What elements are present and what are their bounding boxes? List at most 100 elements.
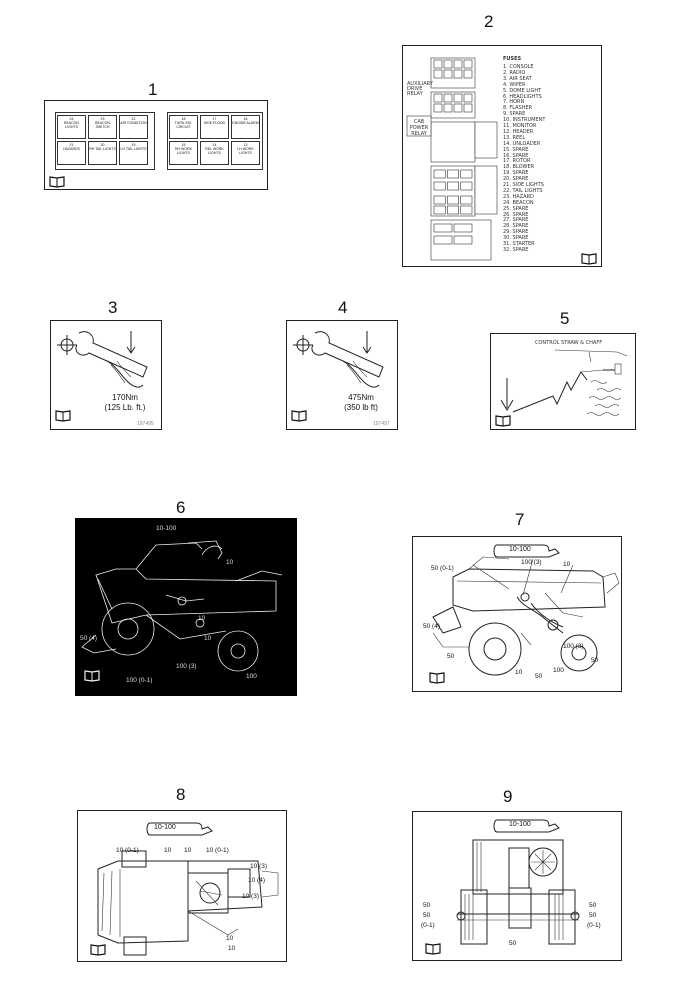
combine-top-diagram [97, 822, 279, 956]
fuse-label: BEACON LIGHTS [64, 121, 79, 129]
grease-interval-top: 10-100 [509, 546, 531, 553]
grease-label: 100 (3) [521, 559, 542, 566]
fuse-slot [460, 205, 473, 215]
fuse-number: 21 [69, 143, 74, 147]
fuse-slot [433, 169, 446, 179]
decal-2-cab-fuse-panel: AUXILIARY DRIVE RELAY CAB POWER RELAY FU… [402, 45, 602, 267]
panel-number-9: 9 [503, 787, 513, 806]
grease-label: 10-100 [156, 525, 177, 532]
fuse-list-item: 24. BEACON [503, 199, 534, 206]
fuse-list-item: 20. SPARE [503, 176, 529, 183]
fuse-slot [453, 69, 463, 79]
manual-book-icon [425, 943, 441, 955]
fuse-number: 15 [181, 143, 186, 147]
decal-8-lube-chart-top: 10-100 10 (0-1) 10 10 10 (0-1) 10 (3) 10… [77, 810, 287, 962]
fuse-list-item: 10. INSTRUMENT [503, 117, 546, 124]
decal-4-torque-wrench: 475Nm (350 lb ft) 197497 [286, 320, 398, 430]
fuse-slot [433, 93, 443, 103]
fuse-list-item: 7. HORN [503, 99, 525, 106]
grease-label: 10 [228, 945, 236, 952]
cab-power-relay-label: CAB POWER RELAY [409, 119, 429, 137]
grease-label: 100 [553, 667, 564, 674]
fuse-list-item: 19. SPARE [503, 170, 529, 177]
fuse-slot [447, 169, 459, 179]
grease-label: 50 [535, 673, 543, 680]
panel-number-2: 2 [484, 12, 494, 31]
combine-side-silhouette [81, 540, 283, 672]
fuse-slot [453, 93, 463, 103]
torque-value: 170Nm [112, 393, 138, 402]
grease-label: 50 [589, 902, 597, 909]
grease-label: (0-1) [587, 922, 601, 929]
fuse-list-item: 1. CONSOLE [503, 64, 534, 70]
fuse-slot [433, 235, 453, 245]
grease-label: 10 [164, 847, 172, 854]
decal-5-straw-chaff: CONTROL STRAW & CHAFF [490, 333, 636, 430]
fuse-block-left [55, 112, 155, 170]
fuse-slot [443, 59, 453, 69]
grease-label: 50 (4) [423, 623, 440, 630]
fuse-slot [433, 205, 446, 215]
grease-label: 50 [423, 902, 431, 909]
fuse-slot [453, 59, 463, 69]
fuse-slot [443, 93, 453, 103]
fuses-header: FUSES [503, 56, 522, 62]
fuse-slot [460, 169, 473, 179]
fuse-slot [463, 69, 473, 79]
fuse-slot [447, 181, 459, 191]
fuse-list-item: 16. SPARE [503, 152, 529, 159]
fuse-label: ENGINE ALARM [232, 121, 259, 125]
fuse-slot [433, 103, 443, 113]
decal-5-caption: CONTROL STRAW & CHAFF [535, 340, 603, 346]
fuse-list-item: 15. SPARE [503, 146, 529, 153]
grease-label: 10 [198, 615, 206, 622]
grease-label: 50 [589, 912, 597, 919]
fuse-list-item: 32. SPARE [503, 246, 529, 253]
manual-book-icon [495, 415, 511, 427]
fuse-list-item: 31. STARTER [503, 241, 535, 247]
fuse-slot [460, 195, 473, 205]
decal-7-lube-chart-side: 10-100 50 (0-1) 100 (3) 10 50 (4) 50 10 … [412, 536, 622, 692]
fuse-list-item: 25. SPARE [503, 205, 529, 212]
fuse-number: 22 [131, 117, 136, 121]
fuse-list-item: 17. ROTOR [503, 158, 531, 165]
panel-number-4: 4 [338, 298, 348, 317]
wrench-hand-icon [293, 331, 384, 388]
fuse-list-item: 26. SPARE [503, 211, 529, 218]
fuse-slot [433, 181, 446, 191]
panel-number-6: 6 [176, 498, 186, 517]
fuse-slot [443, 69, 453, 79]
manual-book-icon [291, 410, 307, 422]
fuse-number: 23 [100, 117, 105, 121]
fuse-label: TURN SIG. CIRCUIT [174, 121, 193, 129]
part-number: 197497 [373, 421, 390, 427]
grease-label: 10 [226, 559, 234, 566]
manual-book-icon [84, 670, 100, 682]
grease-interval-top: 10-100 [509, 821, 531, 828]
fuse-slot [433, 195, 446, 205]
fuse-number: 24 [69, 117, 74, 121]
torque-imperial: (125 Lb. ft.) [104, 403, 146, 412]
fuse-number: 16 [243, 117, 248, 121]
fuse-slot [463, 103, 473, 113]
grease-label: 50 [591, 657, 599, 664]
grease-label: 10 (0-1) [116, 847, 139, 854]
fuse-slot [447, 205, 459, 215]
fuse-block-right [167, 112, 263, 170]
fuse-list-item: 22. TAIL LIGHTS [503, 187, 543, 194]
grease-label: 50 (0-1) [431, 565, 454, 572]
fuse-list-item: 6. HEADLIGHTS [503, 93, 542, 100]
fuse-number: 19 [131, 143, 136, 147]
straw-spreader-diagram [500, 349, 628, 416]
part-number: 197495 [137, 421, 154, 427]
panel-number-1: 1 [148, 80, 158, 99]
grease-label: 10 [226, 935, 234, 942]
fuse-number: 17 [212, 117, 217, 121]
